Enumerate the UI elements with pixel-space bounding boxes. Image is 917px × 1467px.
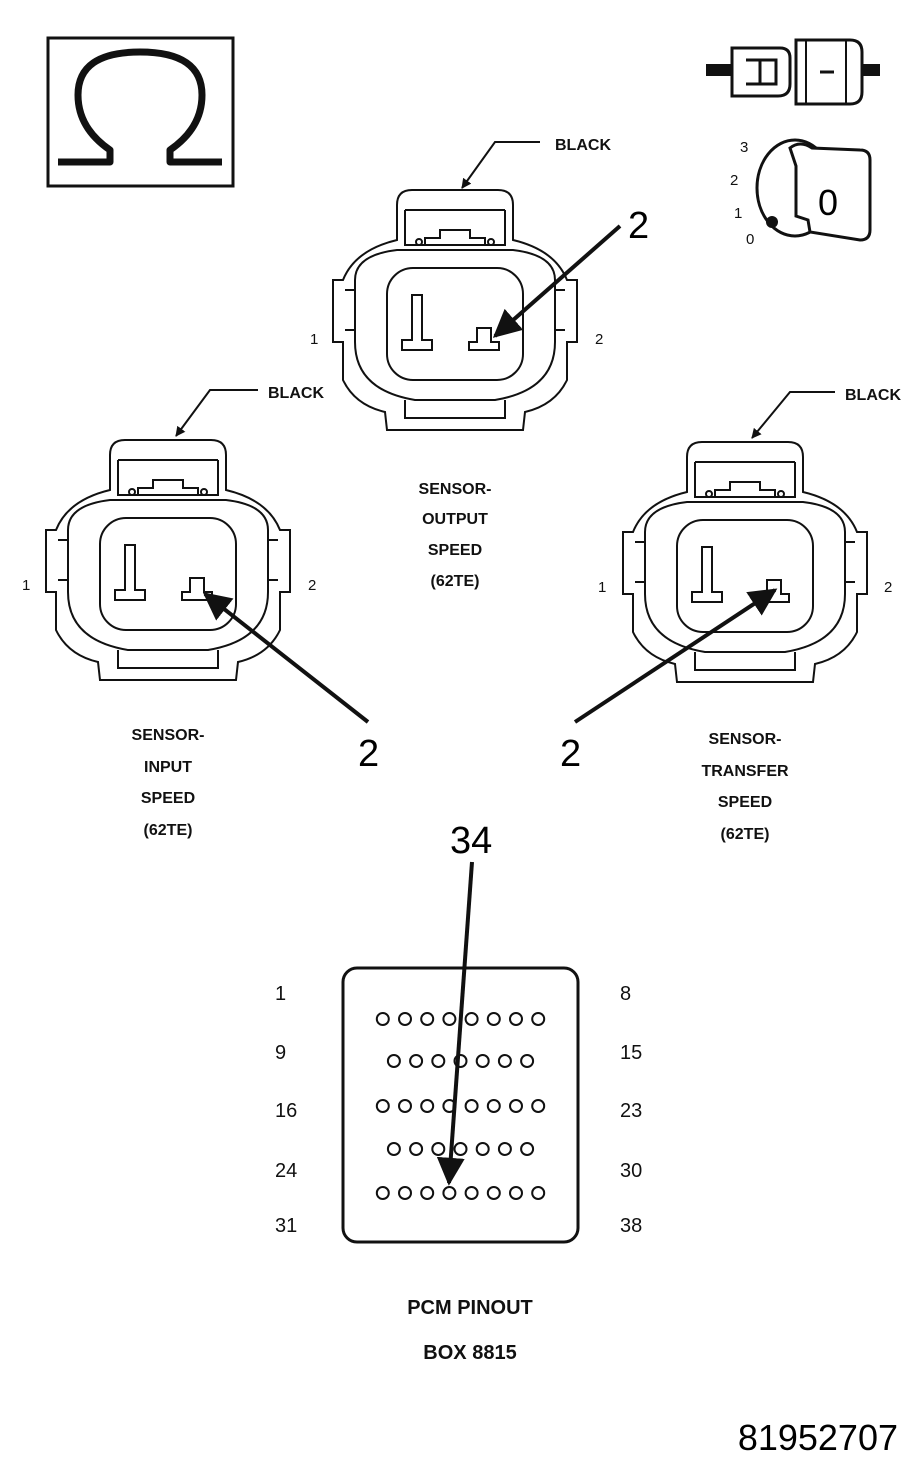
pcm-pinout-box: 1 9 16 24 31 8 15 23 30 38 34 PCM PINOUT… <box>275 820 642 1364</box>
pcm-right-label-4: 30 <box>620 1160 642 1182</box>
pcm-pin-16 <box>375 1099 390 1113</box>
pcm-pin-9 <box>386 1054 401 1068</box>
pcm-left-label-5: 31 <box>275 1215 297 1237</box>
pcm-pin-28 <box>475 1142 490 1156</box>
output-name-line-3: SPEED <box>428 542 482 559</box>
transfer-pin-callout: 2 <box>560 733 581 775</box>
pcm-right-label-3: 23 <box>620 1100 642 1122</box>
input-name-line-1: SENSOR- <box>132 727 205 744</box>
pcm-pin-36 <box>486 1186 501 1200</box>
ignition-position-1: 1 <box>734 205 742 222</box>
connector-output-speed: 1 2 BLACK 2 SENSOR- OUTPUT SPEED (62TE) <box>310 137 649 590</box>
pcm-pin-30 <box>520 1142 535 1156</box>
output-name-line-1: SENSOR- <box>419 481 492 498</box>
pcm-pin-18 <box>420 1099 435 1113</box>
ohmmeter-symbol <box>46 36 235 188</box>
disconnect-connector-icon <box>706 38 880 106</box>
pcm-pin-21 <box>486 1099 501 1113</box>
transfer-pin-left-label: 1 <box>598 579 606 596</box>
input-name-line-3: SPEED <box>141 790 195 807</box>
pcm-right-label-2: 15 <box>620 1042 642 1064</box>
pcm-pin-23 <box>531 1099 546 1113</box>
pcm-pin-4 <box>442 1012 457 1026</box>
transfer-name-line-3: SPEED <box>718 794 772 811</box>
pcm-title-line-2: BOX 8815 <box>423 1342 516 1364</box>
pcm-left-label-4: 24 <box>275 1160 297 1182</box>
pcm-pin-7 <box>509 1012 523 1026</box>
pcm-pin-32 <box>398 1186 412 1200</box>
input-name-line-4: (62TE) <box>144 822 193 839</box>
input-pin-right-label: 2 <box>308 577 316 594</box>
connector-transfer-speed: 1 2 BLACK 2 SENSOR- TRANSFER SPEED (62TE… <box>560 387 901 843</box>
output-pin-left-label: 1 <box>310 331 318 348</box>
pcm-pin-10 <box>409 1054 424 1068</box>
figure-id: 81952707 <box>738 1417 898 1458</box>
output-name-line-2: OUTPUT <box>422 511 488 528</box>
pcm-left-label-3: 16 <box>275 1100 297 1122</box>
transfer-wire-color: BLACK <box>845 387 901 404</box>
ignition-position-0: 0 <box>746 231 754 248</box>
transfer-name-line-4: (62TE) <box>721 826 770 843</box>
pcm-pin-5 <box>464 1012 479 1026</box>
output-pin-callout: 2 <box>628 205 649 247</box>
pcm-pin-34 <box>442 1186 457 1200</box>
input-name-line-2: INPUT <box>144 759 192 776</box>
pcm-pin-22 <box>509 1099 523 1113</box>
pcm-pin-29 <box>497 1142 512 1156</box>
pcm-pin-3 <box>420 1012 435 1026</box>
pcm-pin-27 <box>453 1142 468 1156</box>
connector-input-speed: 1 2 BLACK 2 SENSOR- INPUT SPEED (62TE) <box>22 385 379 839</box>
pcm-pin-26 <box>431 1142 446 1156</box>
pcm-pin-11 <box>431 1054 446 1068</box>
pcm-pin-8 <box>531 1012 546 1026</box>
pcm-left-label-2: 9 <box>275 1042 286 1064</box>
pcm-pin-38 <box>531 1186 546 1200</box>
transfer-name-line-2: TRANSFER <box>701 763 789 780</box>
pcm-pin-20 <box>464 1099 479 1113</box>
output-pin-right-label: 2 <box>595 331 603 348</box>
pcm-pin-14 <box>497 1054 512 1068</box>
input-pin-left-label: 1 <box>22 577 30 594</box>
pcm-pin-6 <box>486 1012 501 1026</box>
pcm-pin-24 <box>386 1142 401 1156</box>
pcm-pin-13 <box>475 1054 490 1068</box>
ignition-switch-icon: 3 2 1 0 0 <box>730 138 872 248</box>
output-wire-color: BLACK <box>555 137 611 154</box>
input-pin-callout: 2 <box>358 733 379 775</box>
output-name-line-4: (62TE) <box>431 573 480 590</box>
ignition-key-label: 0 <box>818 182 838 223</box>
transfer-pin-right-label: 2 <box>884 579 892 596</box>
ignition-position-2: 2 <box>730 172 738 189</box>
pcm-pin-25 <box>409 1142 424 1156</box>
pcm-right-label-1: 8 <box>620 983 631 1005</box>
pcm-pin-callout: 34 <box>450 820 492 862</box>
pcm-pin-33 <box>420 1186 435 1200</box>
pcm-pin-2 <box>398 1012 412 1026</box>
pcm-pin-31 <box>375 1186 390 1200</box>
ignition-position-3: 3 <box>740 139 748 156</box>
transfer-name-line-1: SENSOR- <box>709 731 782 748</box>
input-wire-color: BLACK <box>268 385 324 402</box>
pcm-pin-grid <box>375 1012 546 1200</box>
pcm-pin-15 <box>520 1054 535 1068</box>
pcm-pin-37 <box>509 1186 523 1200</box>
pcm-pin-35 <box>464 1186 479 1200</box>
pcm-title-line-1: PCM PINOUT <box>407 1297 533 1319</box>
pcm-left-label-1: 1 <box>275 983 286 1005</box>
pcm-pin-17 <box>398 1099 412 1113</box>
pcm-right-label-5: 38 <box>620 1215 642 1237</box>
pcm-pin-1 <box>375 1012 390 1026</box>
